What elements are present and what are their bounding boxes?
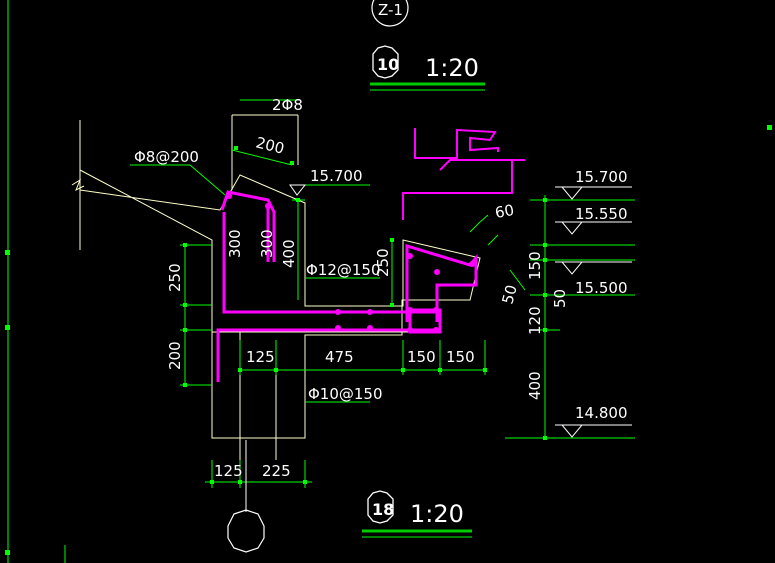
elevation-triangle-4 — [560, 424, 584, 438]
elev-dim-400: 400 — [526, 371, 544, 400]
detail-18-scale: 1:20 — [410, 500, 464, 528]
elev-dim-150: 150 — [526, 251, 544, 280]
elevation-right-4: 14.800 — [575, 404, 628, 422]
detail-18-title: 18 1:20 — [362, 490, 472, 538]
elevation-right-1: 15.700 — [575, 168, 628, 186]
rebar-label-stirrups: Φ8@200 — [134, 148, 199, 166]
dim-475: 475 — [325, 348, 354, 366]
top-callout-label: Z-1 — [378, 1, 403, 19]
detail-10-title: 10 1:20 — [370, 45, 485, 91]
rebar-label-bottom-bars: Φ10@150 — [308, 385, 383, 403]
top-callout-circle — [371, 0, 409, 27]
rebar-label-top-bars: 2Φ8 — [272, 96, 303, 114]
elev-dim-120: 120 — [526, 306, 544, 335]
axis-bubble — [227, 440, 265, 553]
dim-250-mid: 250 — [374, 248, 392, 277]
elevation-markers — [289, 184, 632, 438]
detail-18-number: 18 — [372, 500, 394, 519]
dim-50-right: 50 — [498, 283, 520, 306]
detail-10-scale: 1:20 — [425, 54, 479, 82]
elevation-triangle-3 — [560, 261, 584, 275]
roof-slab-outline — [71, 114, 481, 460]
dim-150-b: 150 — [446, 348, 475, 366]
dimension-lines — [7, 0, 635, 563]
dim-125-bottom: 125 — [214, 462, 243, 480]
dim-150-a: 150 — [407, 348, 436, 366]
detail-10-number: 10 — [377, 55, 399, 74]
top-callout: Z-1 — [371, 0, 409, 27]
small-profile-sketch — [402, 128, 525, 220]
elevation-triangle-2 — [560, 221, 584, 235]
elevation-right-2: 15.550 — [575, 205, 628, 223]
dim-200-left: 200 — [166, 341, 184, 370]
dim-125: 125 — [246, 348, 275, 366]
elevation-triangle-left — [289, 184, 307, 196]
elevation-right-3: 15.500 — [575, 279, 628, 297]
dim-400: 400 — [280, 239, 298, 268]
dim-300-b: 300 — [258, 229, 276, 258]
detail-18-badge — [367, 490, 394, 524]
dim-60: 60 — [494, 201, 516, 222]
dim-200-slope: 200 — [254, 133, 286, 157]
axis-bubble-outline — [227, 509, 265, 553]
dimension-ticks — [5, 125, 772, 555]
dim-300-a: 300 — [226, 229, 244, 258]
dim-225-bottom: 225 — [262, 462, 291, 480]
detail-10-badge — [372, 45, 399, 79]
elevation-triangle-1 — [560, 186, 584, 200]
elevation-left-top: 15.700 — [310, 167, 363, 185]
elev-dim-50: 50 — [551, 289, 569, 308]
dim-250-left: 250 — [166, 263, 184, 292]
rebar-dots — [226, 193, 475, 333]
rebar-label-mid-bars: Φ12@150 — [306, 261, 381, 279]
